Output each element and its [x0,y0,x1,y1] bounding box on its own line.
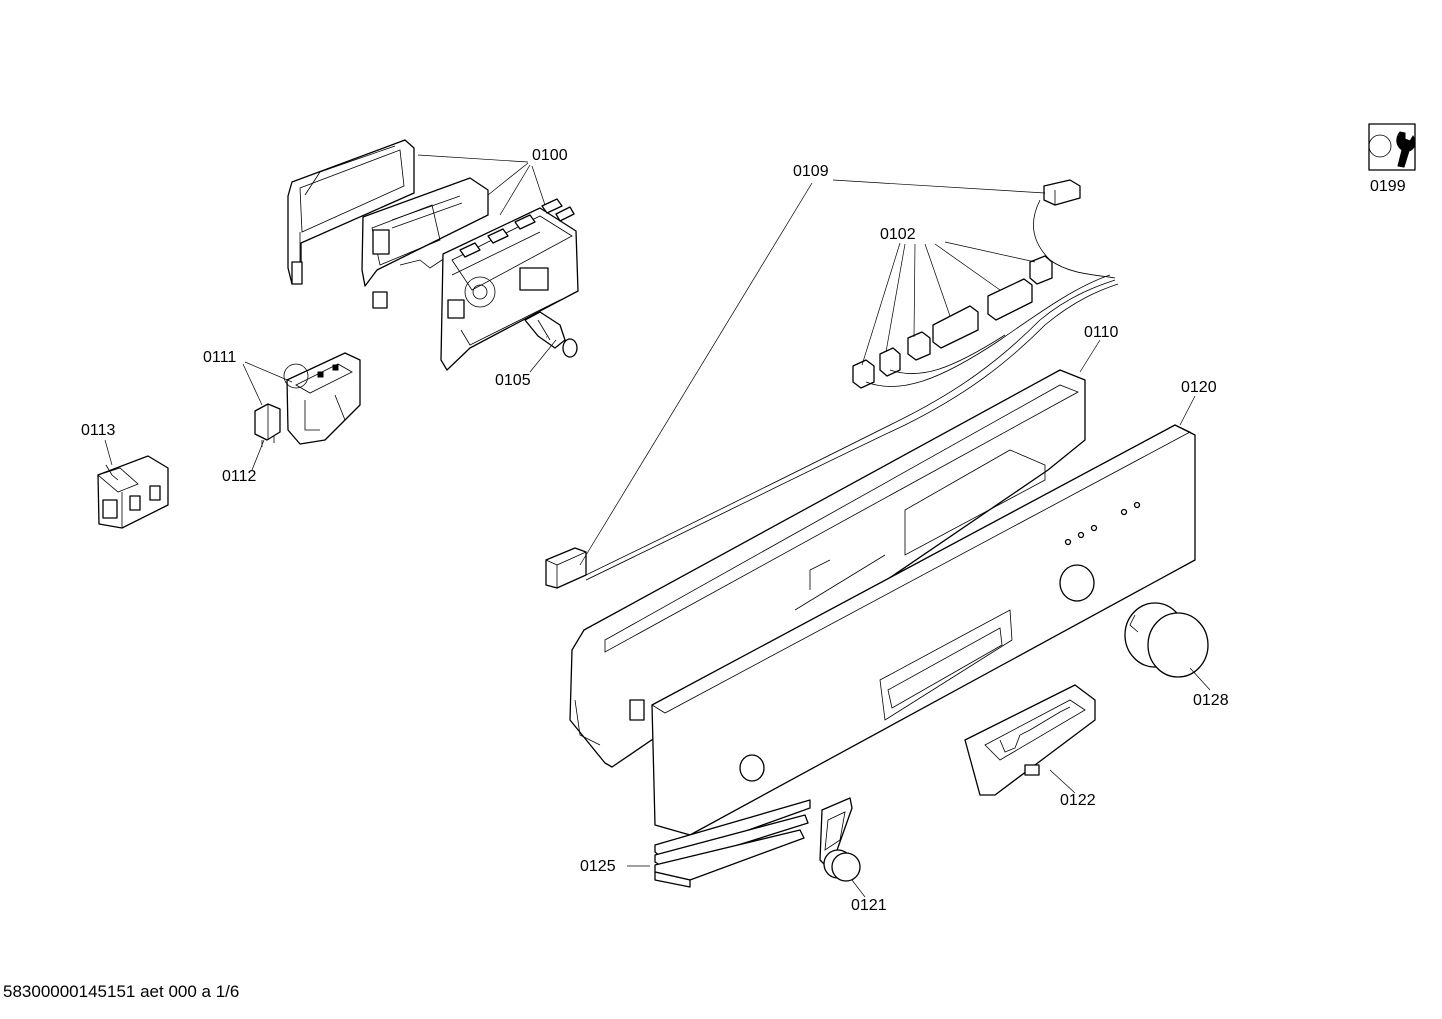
part-label-0102[interactable]: 0102 [880,226,916,243]
part-0125-drawing [654,799,811,888]
drawing-reference-footer: 58300000145151 aet 000 a 1/6 [3,982,240,1001]
part-0102-drawing [852,255,1111,389]
part-0100-drawing [287,139,579,371]
part-label-0120[interactable]: 0120 [1181,379,1217,396]
part-0120-drawing [651,424,1196,836]
part-label-0128[interactable]: 0128 [1193,692,1229,709]
part-0122-drawing [964,684,1096,796]
part-label-0113[interactable]: 0113 [81,422,116,439]
part-label-0100[interactable]: 0100 [532,147,568,164]
part-0121-drawing [819,797,861,882]
part-label-0199[interactable]: 0199 [1370,178,1406,195]
part-label-0105[interactable]: 0105 [495,372,531,389]
wrench-icon [1368,123,1416,171]
part-0112-drawing [254,403,281,447]
leader-lines [104,154,1211,898]
part-0113-drawing [97,455,169,529]
part-label-0110[interactable]: 0110 [1084,324,1119,341]
part-0105-drawing [524,311,578,358]
part-0128-drawing [1124,602,1209,678]
part-label-0111[interactable]: 0111 [203,349,237,366]
part-label-0109[interactable]: 0109 [793,163,829,180]
part-0111-drawing [283,352,361,445]
part-label-0121[interactable]: 0121 [851,897,887,914]
part-label-0122[interactable]: 0122 [1060,792,1096,809]
part-label-0125[interactable]: 0125 [580,858,616,875]
part-label-0112[interactable]: 0112 [222,468,257,485]
part-0109-drawing [545,179,1119,589]
